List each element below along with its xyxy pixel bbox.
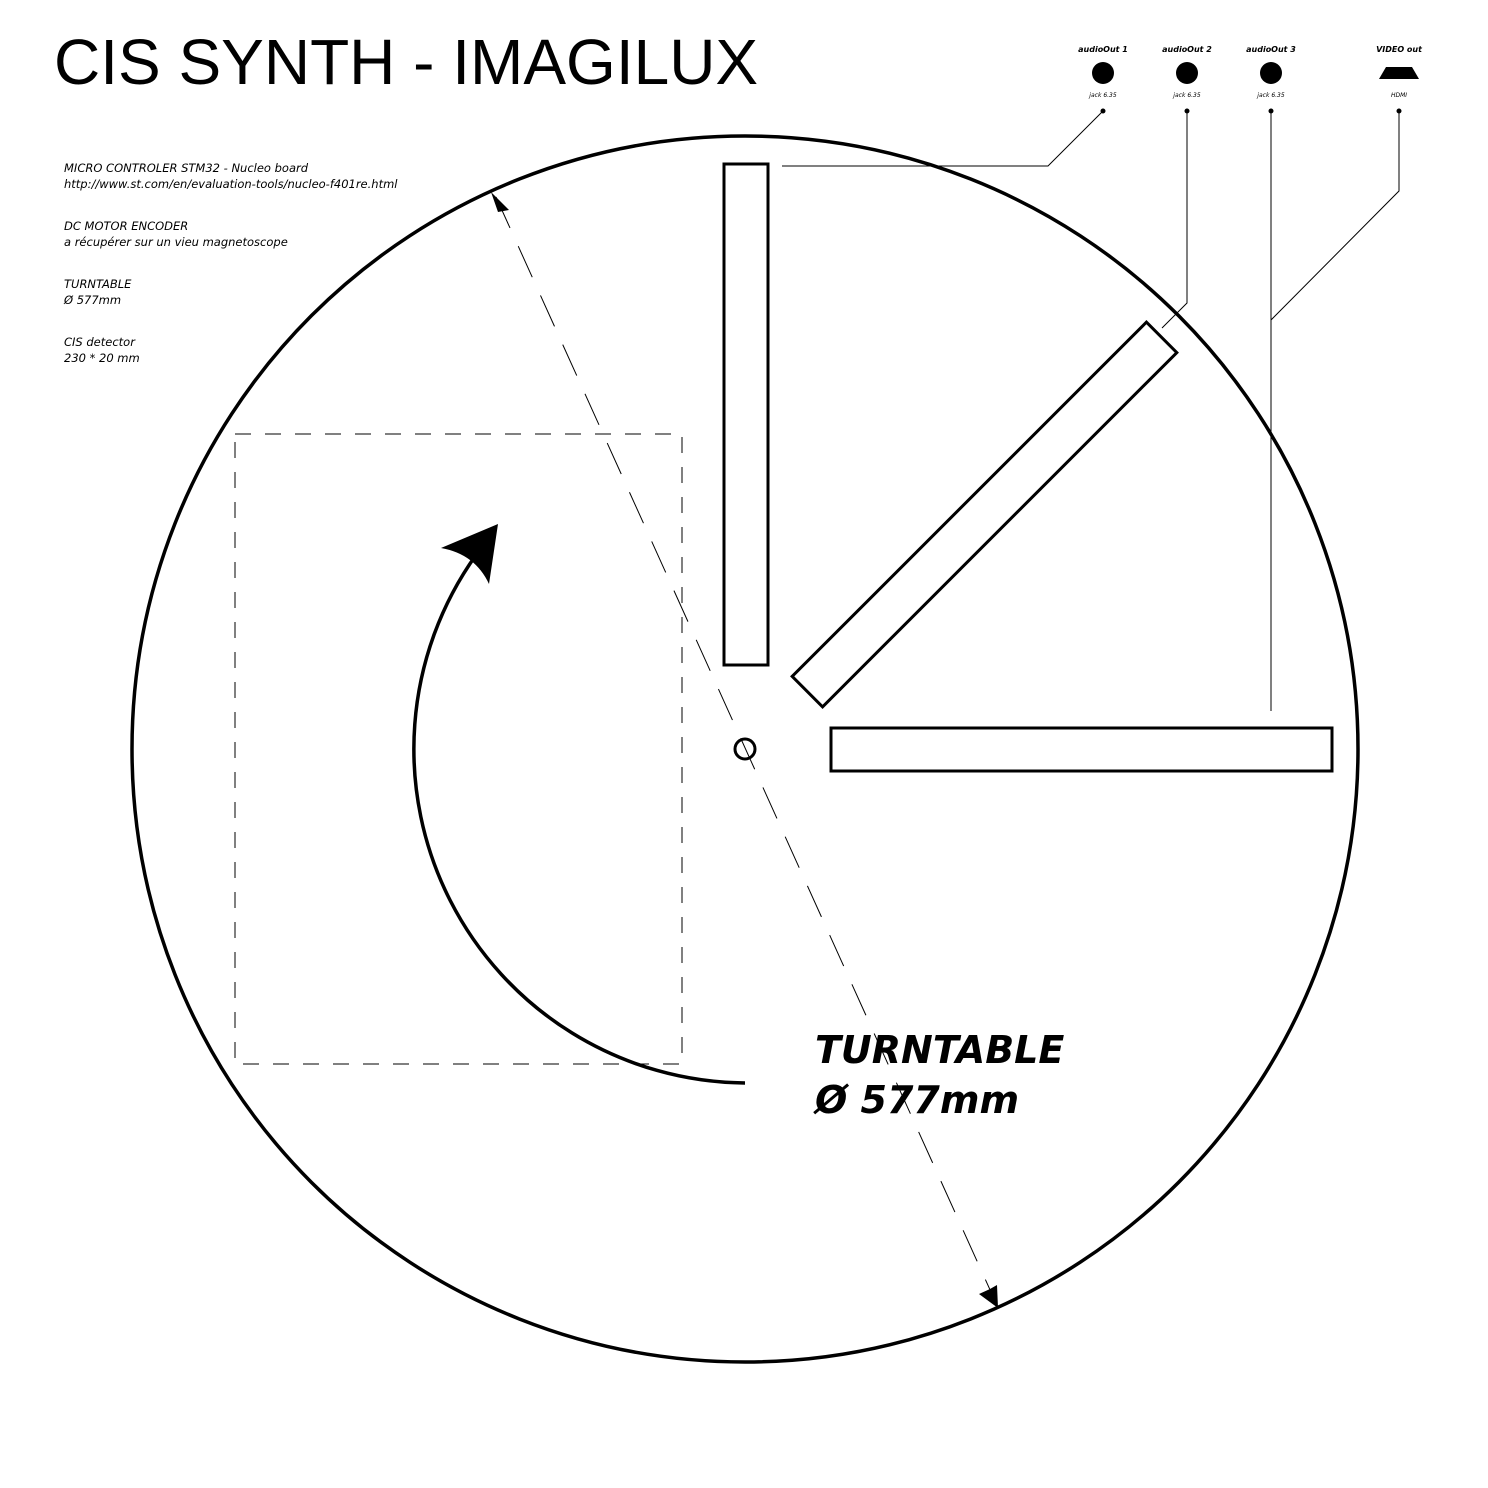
note-sub: 230 * 20 mm [64, 351, 140, 365]
port-label: audioOut 1 [1078, 45, 1128, 54]
cis-detector-vertical [722, 162, 770, 667]
wire-audio-out-1 [782, 110, 1104, 167]
note-cis-detector: CIS detector 230 * 20 mm [64, 334, 484, 366]
port-sub: jack 6.35 [1256, 92, 1285, 99]
cis-detector-horizontal [829, 726, 1334, 773]
wire-audio-out-2 [1161, 111, 1188, 329]
note-turntable: TURNTABLE Ø 577mm [64, 276, 484, 308]
port-label: audioOut 3 [1246, 45, 1296, 54]
wire-end-dot [1184, 108, 1190, 114]
diameter-arrow-bottom-icon [979, 1285, 998, 1308]
diameter-line [495, 196, 997, 1304]
turntable-label: TURNTABLE [815, 1028, 1064, 1072]
wire-end-dot [1268, 108, 1274, 114]
wire-video-out [1270, 111, 1400, 321]
hdmi-icon [1379, 67, 1419, 79]
jack-icon [1092, 62, 1114, 84]
diameter-arrow-top-icon [491, 192, 509, 212]
component-notes: MICRO CONTROLER STM32 - Nucleo board htt… [64, 160, 484, 392]
cis-detector-diagonal [790, 320, 1179, 709]
jack-icon [1176, 62, 1198, 84]
note-head: MICRO CONTROLER STM32 - Nucleo board [64, 161, 309, 175]
port-sub: HDMI [1391, 92, 1407, 99]
port-sub: jack 6.35 [1172, 92, 1201, 99]
rotation-arrow-icon [441, 524, 498, 584]
rotation-arc [412, 553, 746, 1085]
port-audio-out-3: audioOut 3 jack 6.35 [1246, 45, 1296, 99]
jack-icon [1260, 62, 1282, 84]
port-video-out: VIDEO out HDMI [1376, 45, 1423, 99]
note-microcontroller: MICRO CONTROLER STM32 - Nucleo board htt… [64, 160, 484, 192]
page-title: CIS SYNTH - IMAGILUX [54, 26, 759, 98]
note-head: TURNTABLE [64, 277, 132, 291]
note-motor-encoder: DC MOTOR ENCODER a récupérer sur un vieu… [64, 218, 484, 250]
wire-end-dot [1100, 108, 1106, 114]
note-sub: a récupérer sur un vieu magnetoscope [64, 235, 288, 249]
port-label: audioOut 2 [1162, 45, 1212, 54]
microcontroller-zone [234, 433, 683, 1065]
note-head: DC MOTOR ENCODER [64, 219, 189, 233]
port-sub: jack 6.35 [1088, 92, 1117, 99]
note-sub: http://www.st.com/en/evaluation-tools/nu… [64, 177, 398, 191]
wire-end-dot [1396, 108, 1402, 114]
port-audio-out-1: audioOut 1 jack 6.35 [1078, 45, 1128, 99]
turntable-disc [130, 134, 1360, 1364]
note-head: CIS detector [64, 335, 135, 349]
turntable-diameter: Ø 577mm [813, 1078, 1019, 1122]
port-label: VIDEO out [1376, 45, 1423, 54]
note-sub: Ø 577mm [64, 293, 122, 307]
port-audio-out-2: audioOut 2 jack 6.35 [1162, 45, 1212, 99]
